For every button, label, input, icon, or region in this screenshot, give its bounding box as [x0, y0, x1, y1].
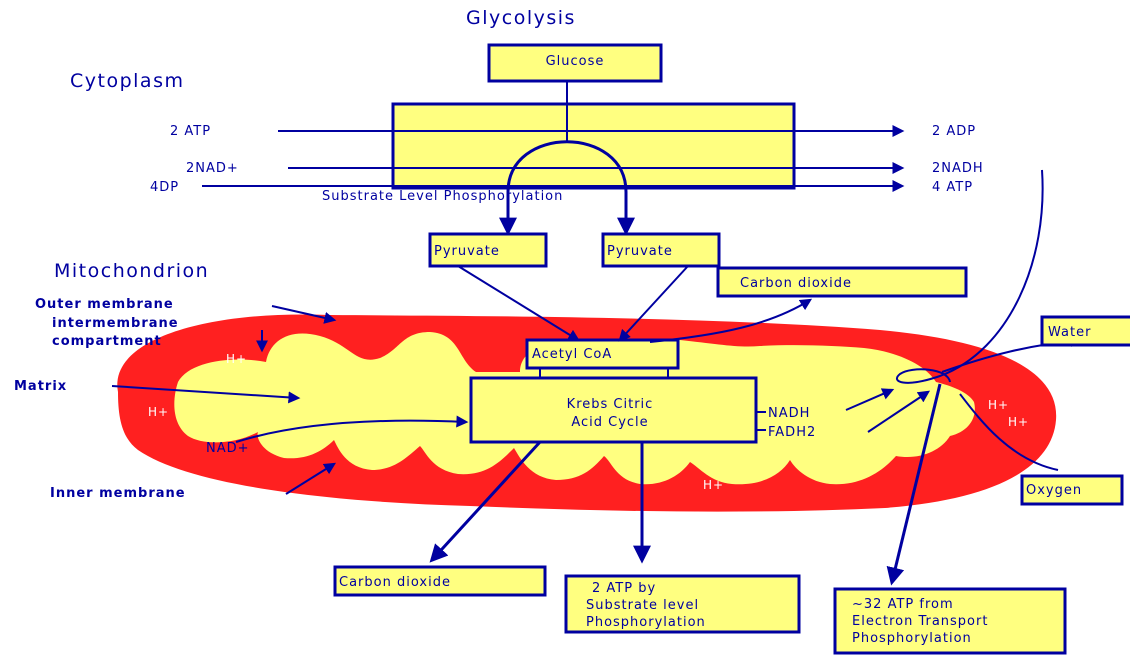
h-plus-5: H+ [1008, 415, 1029, 429]
h-plus-4: H+ [988, 398, 1009, 412]
intermembrane-label-2: compartment [52, 334, 162, 349]
atp-substrate-line1: 2 ATP by [592, 581, 656, 596]
outer-membrane-label: Outer membrane [35, 297, 174, 312]
dp-input-label: 4DP [150, 180, 179, 195]
carbon-dioxide-top-label: Carbon dioxide [740, 276, 852, 291]
atp-etc-line1: ~32 ATP from [852, 597, 954, 612]
nadh-output-label: 2NADH [932, 161, 984, 176]
krebs-cycle-line2: Acid Cycle [571, 415, 648, 430]
intermembrane-label-1: intermembrane [52, 316, 179, 331]
atp-input-label: 2 ATP [170, 124, 211, 139]
atp-output-label: 4 ATP [932, 180, 973, 195]
atp-etc-line2: Electron Transport [852, 614, 988, 629]
nad-input-label: 2NAD+ [186, 161, 239, 176]
matrix-label: Matrix [14, 379, 67, 394]
atp-substrate-line3: Phosphorylation [586, 615, 706, 630]
carbon-dioxide-bottom-label: Carbon dioxide [339, 575, 451, 590]
atp-substrate-line2: Substrate level [586, 598, 699, 613]
cytoplasm-label: Cytoplasm [70, 70, 184, 92]
adp-output-label: 2 ADP [932, 124, 976, 139]
nadh-label: NADH [768, 406, 810, 421]
pyruvate-left-label: Pyruvate [434, 244, 500, 259]
inner-membrane-label: Inner membrane [50, 486, 186, 501]
oxygen-label: Oxygen [1026, 483, 1082, 498]
atp-etc-line3: Phosphorylation [852, 631, 972, 646]
mitochondrion-label: Mitochondrion [54, 260, 209, 282]
krebs-cycle-line1: Krebs Citric [567, 397, 654, 412]
fadh2-label: FADH2 [768, 425, 816, 440]
h-plus-2: H+ [148, 405, 169, 419]
pyruvate-right-label: Pyruvate [607, 244, 673, 259]
glucose-label: Glucose [546, 54, 605, 69]
water-label: Water [1048, 325, 1091, 340]
diagram-title: Glycolysis [466, 7, 576, 29]
acetyl-coa-label: Acetyl CoA [532, 347, 612, 362]
h-plus-1: H+ [226, 352, 247, 366]
substrate-phosphorylation-label: Substrate Level Phosphorylation [322, 189, 563, 204]
h-plus-3: H+ [703, 478, 724, 492]
nad-plus-label: NAD+ [206, 441, 250, 456]
